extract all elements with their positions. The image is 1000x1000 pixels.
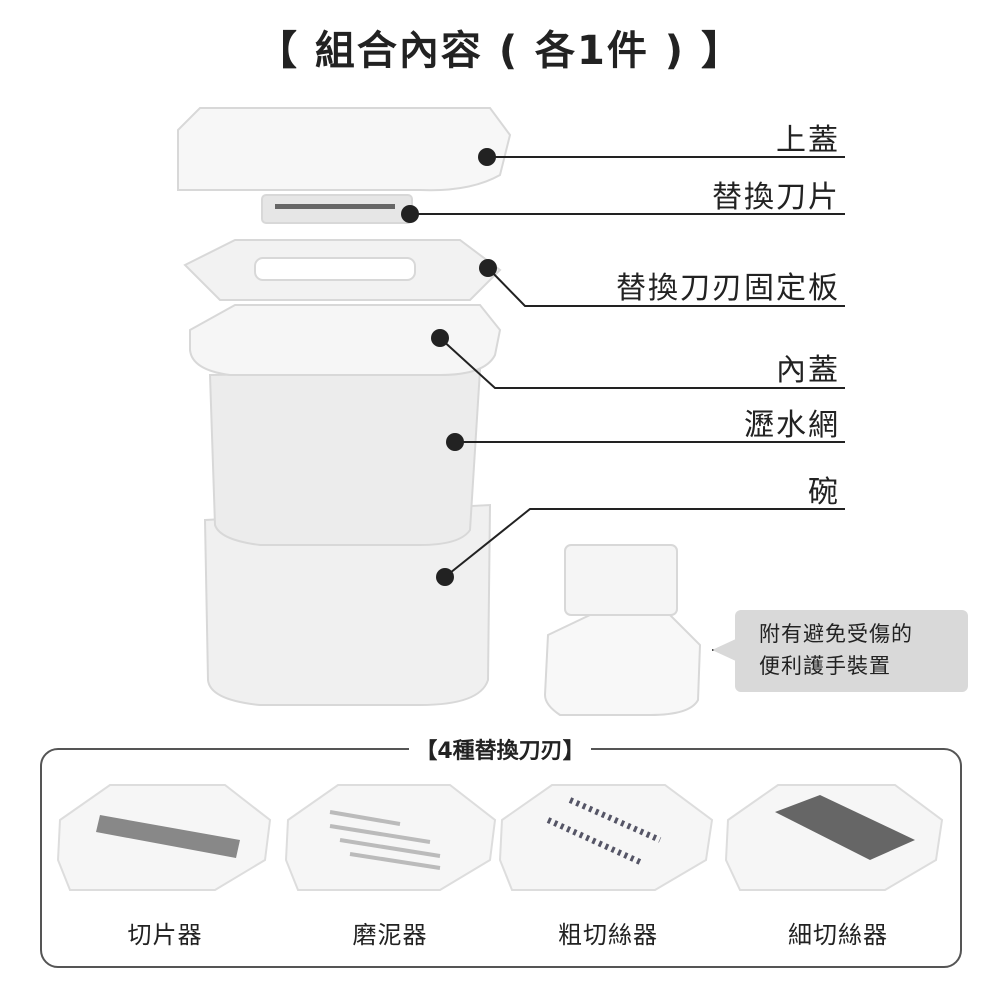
inner-lid-illustration (189, 304, 502, 376)
dot-blade (401, 205, 419, 223)
label-strainer: 瀝水網 (744, 408, 840, 443)
dot-bowl (436, 568, 454, 586)
dot-top-lid (478, 148, 496, 166)
blades-title: 【4種替換刀刃】 (409, 739, 591, 764)
callout-line-2: 便利護手裝置 (759, 654, 891, 678)
label-blade-holder-plate: 替換刀刃固定板 (616, 271, 840, 306)
coarse-julienne-blade-illustration (498, 784, 714, 891)
dot-plate (479, 259, 497, 277)
blade-label-grater: 磨泥器 (352, 921, 428, 949)
dot-inner-lid (431, 329, 449, 347)
label-inner-lid: 內蓋 (776, 353, 840, 388)
top-lid-illustration (177, 107, 512, 192)
callout-line-1: 附有避免受傷的 (759, 622, 913, 646)
bowl-illustration (203, 503, 492, 706)
blade-label-coarse-julienne: 粗切絲器 (558, 921, 658, 949)
blade-label-fine-julienne: 細切絲器 (788, 921, 888, 949)
dot-strainer (446, 433, 464, 451)
page-title: 【 組合內容 ( 各1件 ) 】 (256, 28, 744, 74)
hand-guard-illustration (564, 544, 678, 616)
strainer-illustration (208, 368, 482, 546)
blade-label-slicer: 切片器 (127, 921, 203, 949)
hand-guard-callout: 附有避免受傷的 便利護手裝置 (735, 610, 968, 692)
label-bowl: 碗 (808, 475, 840, 510)
label-replacement-blade: 替換刀片 (712, 180, 840, 215)
label-top-lid: 上蓋 (776, 123, 840, 158)
